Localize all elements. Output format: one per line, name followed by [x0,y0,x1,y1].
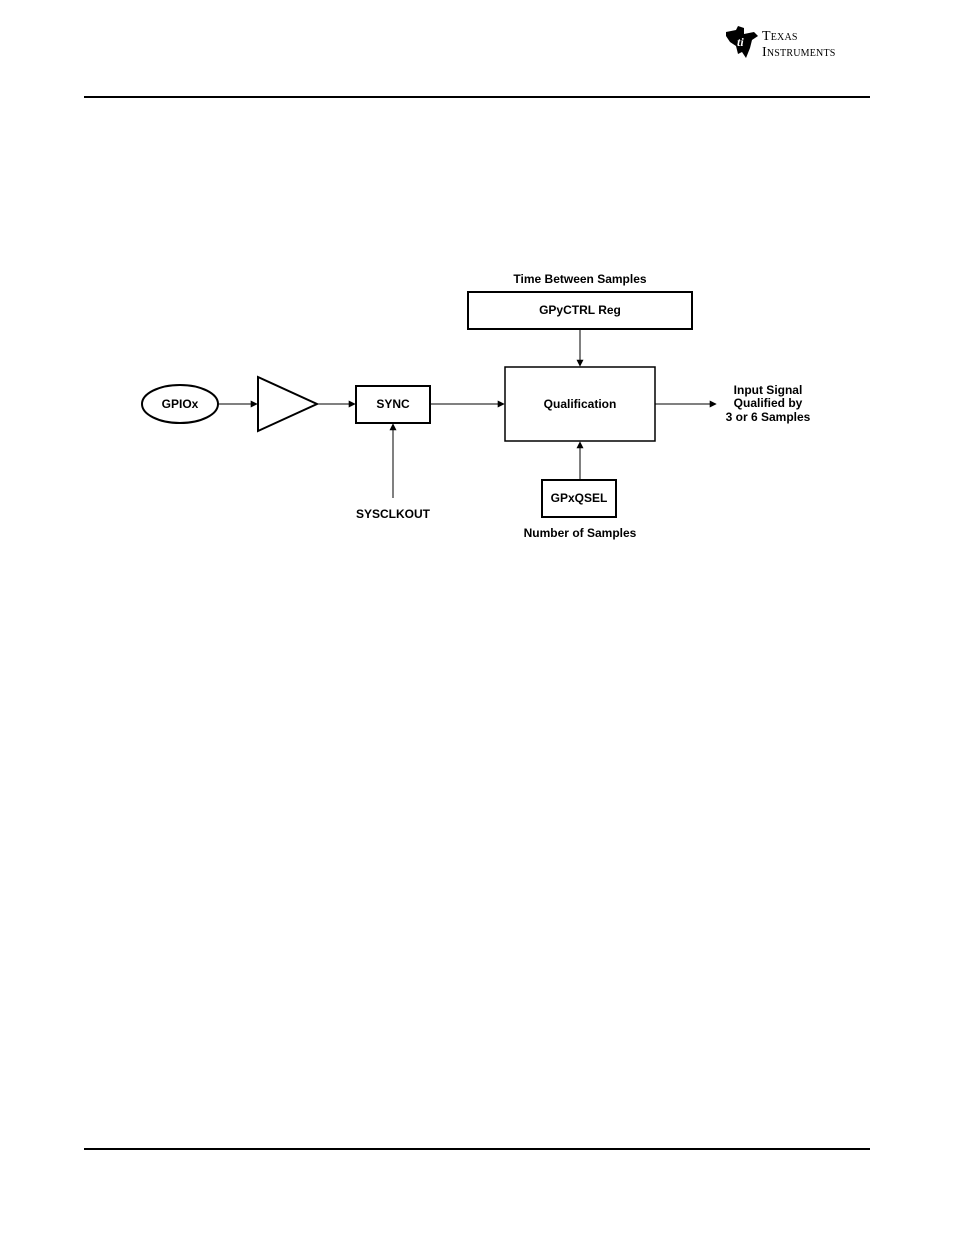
sync-label: SYNC [376,397,410,411]
sysclkout-label: SYSCLKOUT [356,507,431,521]
gpiox-pin: GPIOx [141,384,219,424]
output-signal-label: Input Signal Qualified by 3 or 6 Samples [726,383,811,424]
ti-logo-icon: ti [726,26,758,58]
time-between-samples-caption: Time Between Samples [513,272,646,286]
ti-logo: ti Texas Instruments [724,26,874,66]
qualification-label: Qualification [544,397,617,411]
header-rule [84,96,870,98]
output-line-2: Qualified by [734,396,803,410]
gpyctrl-reg-block: GPyCTRL Reg [467,291,693,330]
ti-logo-wordmark: Texas Instruments [762,29,836,61]
gpxqsel-label: GPxQSEL [551,491,608,505]
gpxqsel-block: GPxQSEL [541,479,617,518]
logo-line-1: Texas [762,29,798,44]
sync-block: SYNC [355,385,431,424]
output-line-1: Input Signal [734,383,803,397]
footer-rule [84,1148,870,1150]
qualification-block: Qualification [504,366,656,442]
gpio-qualification-diagram: Time Between Samples GPyCTRL Reg GPIOx S… [141,272,811,540]
svg-text:ti: ti [737,35,744,49]
gpyctrl-reg-label: GPyCTRL Reg [539,303,621,317]
output-line-3: 3 or 6 Samples [726,410,811,424]
gpiox-label: GPIOx [162,397,199,411]
logo-line-2: Instruments [762,45,836,60]
number-of-samples-caption: Number of Samples [524,526,637,540]
input-buffer-triangle [257,375,320,433]
